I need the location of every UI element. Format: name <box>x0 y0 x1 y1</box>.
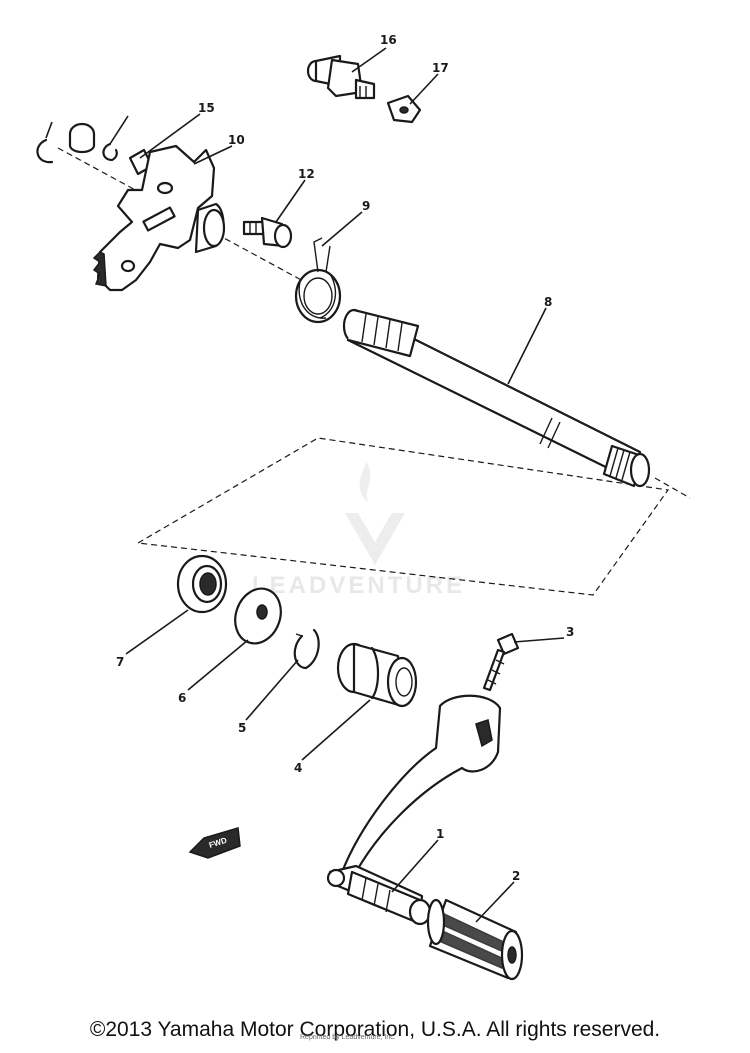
callout-12: 12 <box>298 167 315 181</box>
callout-2: 2 <box>512 869 520 883</box>
leader-lines <box>45 47 565 923</box>
axis-line-shaft <box>654 477 691 499</box>
callout-7: 7 <box>116 655 124 669</box>
callout-15: 15 <box>198 101 215 115</box>
callout-3: 3 <box>566 625 574 639</box>
part-4-collar <box>336 642 418 708</box>
part-12-roller <box>242 216 293 249</box>
callout-8: 8 <box>544 295 552 309</box>
part-clip-upper <box>36 138 54 164</box>
assembly-frame <box>136 437 670 596</box>
part-circlip-small <box>102 142 118 162</box>
copyright-notice: ©2013 Yamaha Motor Corporation, U.S.A. A… <box>89 1018 661 1041</box>
callout-4: 4 <box>294 761 302 775</box>
callout-5: 5 <box>238 721 246 735</box>
part-16-bolt <box>306 54 376 100</box>
watermark-text: LEADVENTURE <box>252 572 465 599</box>
callout-9: 9 <box>362 199 370 213</box>
callout-1: 1 <box>436 827 444 841</box>
part-6-washer <box>234 587 282 645</box>
fwd-arrow-icon: FWD <box>188 827 241 859</box>
part-9-return-spring <box>294 237 342 324</box>
part-1-shift-pedal <box>326 694 502 926</box>
part-8-shift-shaft <box>342 308 651 488</box>
part-10-shift-arm <box>92 144 226 292</box>
part-7-oil-seal <box>176 554 228 614</box>
callout-17: 17 <box>432 61 449 75</box>
part-collar-upper <box>68 122 96 154</box>
part-3-bolt <box>482 632 520 692</box>
part-2-pedal-rubber <box>426 898 524 981</box>
part-17-lock-washer <box>386 94 422 124</box>
callout-10: 10 <box>228 133 245 147</box>
part-5-circlip <box>293 628 320 670</box>
reprint-stamp: Reprinted by Leadventure, Inc. <box>300 1034 396 1041</box>
callout-labels: 16 17 15 10 12 9 8 7 6 5 4 3 1 2 <box>116 33 574 883</box>
callout-16: 16 <box>380 33 397 47</box>
callout-6: 6 <box>178 691 186 705</box>
leadventure-watermark: LEADVENTURE <box>252 462 465 599</box>
